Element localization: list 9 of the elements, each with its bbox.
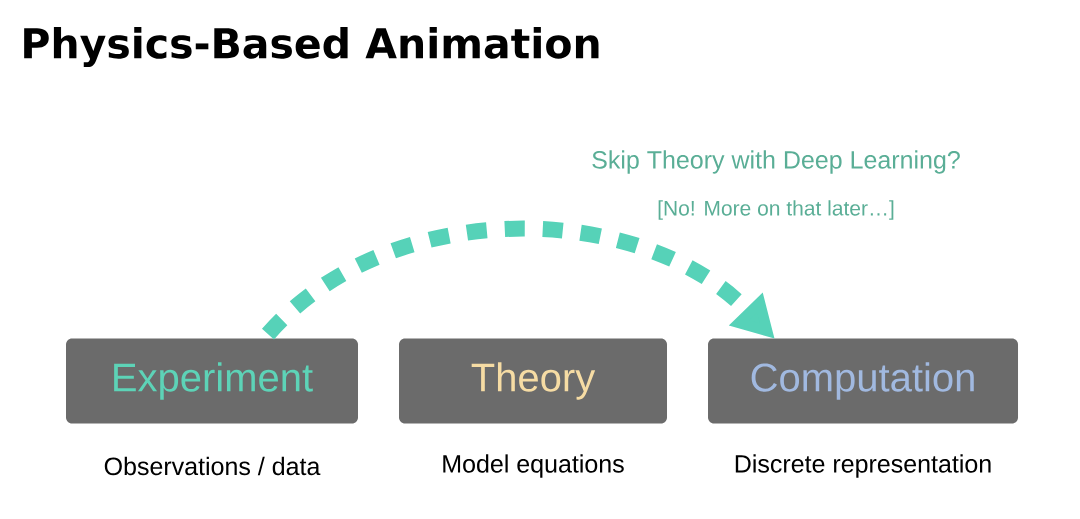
node-label: Discrete representation — [735, 454, 991, 478]
process-box: Computation — [708, 338, 1018, 424]
node-label: Model equations — [443, 454, 624, 478]
process-box: Experiment — [66, 338, 358, 424]
edge-label: Skip Theory with Deep Learning? — [592, 150, 960, 174]
title: Physics-Based Animation — [24, 27, 599, 67]
process-box: Theory — [399, 338, 667, 424]
node-label: Observations / data — [104, 456, 321, 476]
note: [No! More on that later…] — [658, 200, 894, 220]
